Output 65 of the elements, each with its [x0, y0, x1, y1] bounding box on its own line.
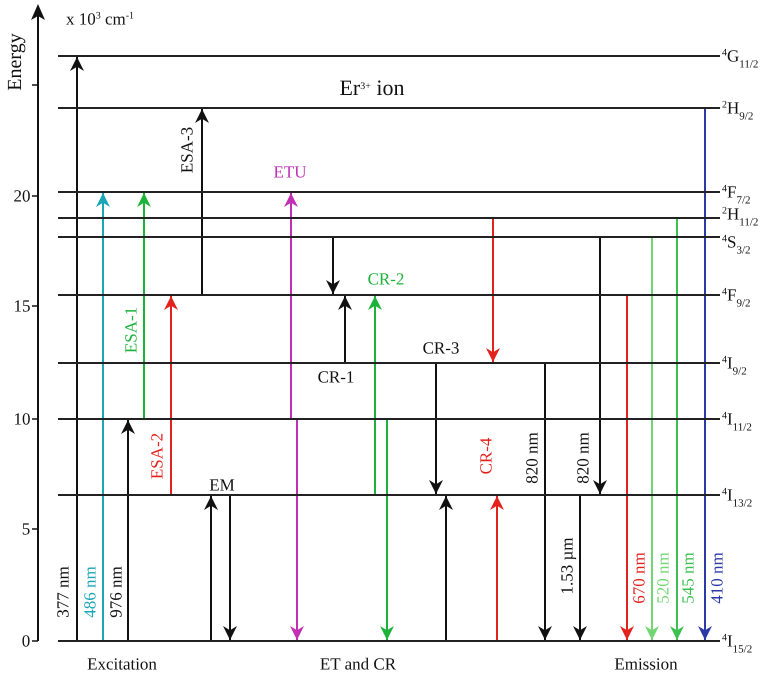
transition-arrow — [70, 57, 84, 640]
transition-arrow — [380, 420, 394, 640]
edge-label: 976 nm — [108, 565, 124, 619]
edge-label: 486 nm — [82, 565, 98, 619]
transition-arrow — [96, 193, 110, 640]
edge-label: CR-4 — [478, 436, 494, 476]
transition-arrow — [698, 109, 712, 640]
transition-arrow — [284, 193, 298, 418]
transition-arrow — [121, 420, 135, 640]
energy-level-line — [58, 191, 720, 193]
transition-arrow — [368, 296, 382, 494]
edge-label: 820 nm — [574, 431, 592, 485]
energy-level-line — [58, 217, 720, 219]
edge-label: 520 nm — [654, 551, 672, 605]
transition-arrow — [439, 496, 453, 640]
transition-arrow — [290, 420, 304, 640]
transition-arrow — [195, 109, 209, 294]
unit-label: x 10$^{3}$ cm$^{-1}$ — [66, 10, 134, 28]
edge-label: ESA-2 — [148, 432, 166, 480]
edge-label: CR-2 — [366, 270, 406, 288]
ion-label: Er$^{3+}$ ion — [339, 77, 405, 99]
transition-arrow — [338, 296, 352, 362]
edge-label: CR-3 — [422, 340, 460, 356]
transition-arrow — [645, 238, 659, 640]
transition-arrow — [429, 364, 443, 494]
transition-arrow — [620, 296, 634, 640]
energy-level-line — [58, 55, 720, 57]
transition-arrow — [204, 496, 218, 640]
edge-label: EM — [208, 476, 236, 494]
edge-label: ESA-3 — [178, 126, 196, 174]
tick-label: 20 — [14, 188, 30, 204]
energy-level-line — [58, 294, 720, 296]
edge-label: ESA-1 — [122, 306, 140, 354]
edge-label: 410 nm — [708, 551, 726, 605]
energy-level-line — [58, 362, 720, 364]
tick-label: 10 — [14, 410, 30, 428]
transition-arrow — [486, 219, 500, 362]
energy-level-line — [58, 640, 720, 642]
group-label: Emission — [614, 656, 678, 672]
transition-arrow — [490, 496, 504, 640]
transition-arrow — [573, 496, 587, 640]
energy-level-line — [58, 107, 720, 109]
tick-label: 5 — [22, 520, 30, 538]
transition-arrow — [538, 364, 552, 640]
edge-label: 820 nm — [524, 431, 540, 485]
edge-label: 377 nm — [54, 565, 72, 619]
transition-arrow — [223, 496, 237, 640]
edge-label: 1.53 µm — [558, 536, 576, 596]
energy-level-line — [58, 236, 720, 238]
axis-title: Energy — [5, 33, 25, 91]
tick-label: 0 — [22, 632, 30, 650]
energy-level-line — [58, 418, 720, 420]
energy-level-line — [58, 494, 720, 496]
edge-label: CR-1 — [316, 368, 356, 386]
group-label: Excitation — [87, 656, 157, 672]
transition-arrow — [326, 238, 340, 294]
tick-label: 15 — [14, 298, 30, 314]
edge-label: 670 nm — [630, 551, 648, 605]
group-label: ET and CR — [320, 656, 396, 672]
transition-arrow — [164, 296, 178, 494]
transition-arrow — [593, 238, 607, 494]
transition-arrow — [670, 219, 684, 640]
edge-label: 545 nm — [680, 551, 696, 605]
transition-arrow — [137, 193, 151, 418]
edge-label: ETU — [272, 164, 308, 180]
